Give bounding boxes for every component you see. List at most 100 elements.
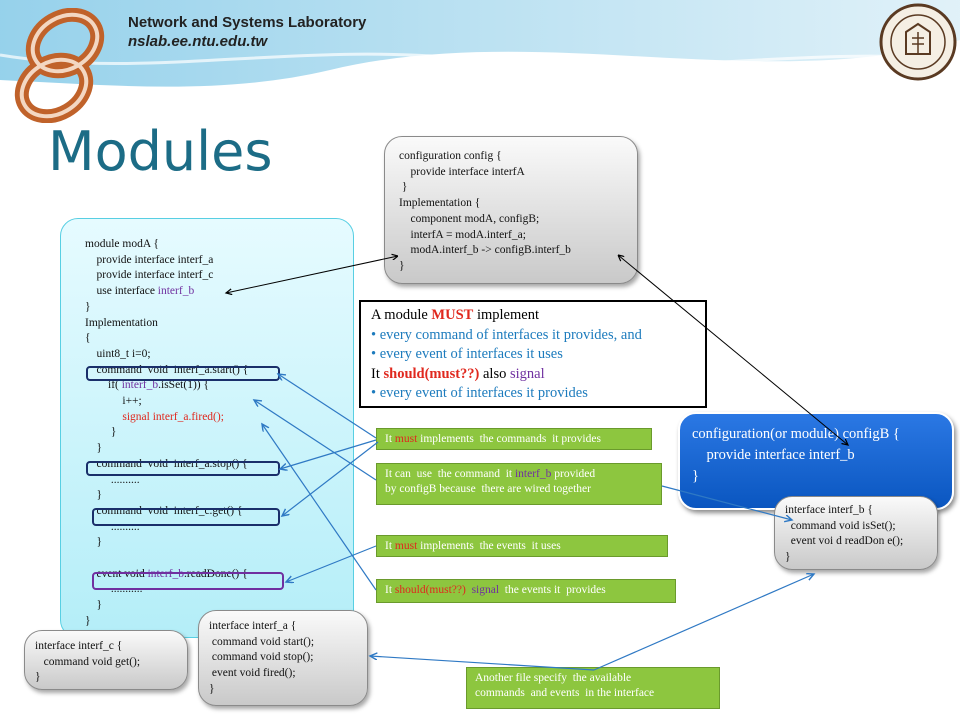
- modA-line: }: [85, 300, 91, 313]
- modA-line: signal interf_a.fired();: [85, 410, 224, 423]
- label-can-use-command: It can use the command it interf_b provi…: [376, 463, 662, 505]
- config-line: configuration config {: [399, 150, 502, 162]
- label-interf-b: interf_b: [514, 468, 552, 480]
- label-signal: signal: [471, 584, 500, 596]
- interf-b-line: }: [785, 551, 791, 564]
- lab-url: nslab.ee.ntu.edu.tw: [128, 33, 268, 50]
- modA-line: if( interf_b.isSet(1)) {: [85, 378, 353, 394]
- note-bullet: • every event of interfaces it uses: [371, 346, 563, 362]
- note-text: A module: [371, 307, 432, 323]
- modA-line: }: [85, 599, 103, 612]
- interf-b-line: command void isSet();: [785, 519, 896, 532]
- readDone-event-highlight: [92, 572, 284, 590]
- modA-line: module modA {: [85, 238, 159, 250]
- modA-line: }: [85, 614, 91, 627]
- note-bullet-text: every command of interfaces it provides,…: [379, 326, 642, 343]
- configB-line: provide interface interf_b: [692, 447, 855, 463]
- modA-line: provide interface interf_a: [85, 253, 214, 266]
- page-title: Modules: [48, 120, 273, 183]
- modA-line: ..........: [85, 473, 140, 486]
- note-bullet: • every event of interfaces it provides: [371, 385, 588, 401]
- note-text: implement: [473, 307, 539, 323]
- modA-line: {: [85, 332, 91, 345]
- label-text: Another file specify the available: [475, 672, 632, 684]
- modA-line: i++;: [85, 395, 142, 408]
- label-must-implement-commands: It must implements the commands it provi…: [376, 428, 652, 450]
- interf-b-line: interface interf_b {: [785, 504, 873, 516]
- get-command-highlight: [92, 508, 280, 526]
- interf-a-line: command void stop();: [209, 651, 314, 664]
- label-text: implements the commands it provides: [417, 433, 601, 445]
- label-text: commands and events in the interface: [475, 687, 655, 699]
- modA-line: }: [85, 489, 103, 502]
- modA-line: [85, 551, 353, 567]
- label-another-file: Another file specify the available comman…: [466, 667, 720, 709]
- modA-line: Implementation: [85, 316, 158, 329]
- config-line: }: [399, 181, 408, 194]
- modA-text: .isSet(1)) {: [158, 379, 210, 392]
- label-text: implements the events it uses: [417, 540, 561, 552]
- university-seal: [879, 3, 957, 81]
- modA-line: }: [85, 442, 103, 455]
- label-should-signal-events: It should(must??) signal the events it p…: [376, 579, 676, 603]
- interf-c-line: command void get();: [35, 655, 141, 668]
- label-text: It: [385, 433, 395, 445]
- note-text: also: [479, 365, 510, 382]
- label-must: must: [394, 540, 418, 552]
- interf-b-line: event voi d readDon e();: [785, 535, 904, 548]
- interf-b-ref: interf_b: [157, 285, 195, 298]
- note-bullet: • every command of interfaces it provide…: [371, 326, 642, 343]
- interface-interf-a-box: interface interf_a { command void start(…: [198, 610, 368, 706]
- config-line: modA.interf_b -> configB.interf_b: [399, 244, 571, 257]
- configuration-config-box: configuration config { provide interface…: [384, 136, 638, 284]
- note-bullet-text: every event of interfaces it provides: [379, 385, 588, 401]
- header-wave-background: [0, 0, 960, 87]
- label-text: by configB because there are wired toget…: [385, 483, 591, 495]
- label-text: It: [385, 584, 395, 596]
- interf-c-line: }: [35, 671, 41, 684]
- note-line: It should(must??) also signal: [371, 365, 695, 385]
- config-line: interfA = modA.interf_a;: [399, 228, 526, 241]
- config-line: component modA, configB;: [399, 212, 540, 225]
- note-signal: signal: [509, 365, 545, 382]
- interf-c-line: interface interf_c {: [35, 640, 123, 652]
- label-text: provided: [551, 468, 596, 480]
- label-text: It: [385, 540, 395, 552]
- module-rules-note: A module MUST implement • every command …: [359, 300, 707, 408]
- start-command-highlight: [86, 366, 280, 381]
- label-text: It can use the command it: [385, 468, 515, 480]
- modA-text: use interface: [85, 285, 158, 298]
- interf-a-line: interface interf_a {: [209, 620, 297, 632]
- label-must-implement-events: It must implements the events it uses: [376, 535, 668, 557]
- note-bullet-text: every event of interfaces it uses: [379, 346, 563, 362]
- interface-interf-b-box: interface interf_b { command void isSet(…: [774, 496, 938, 570]
- note-line: A module MUST implement: [371, 306, 695, 326]
- lab-name: Network and Systems Laboratory: [128, 14, 367, 31]
- modA-line: }: [85, 426, 117, 439]
- label-should: should(must??): [394, 584, 466, 596]
- interf-a-line: event void fired();: [209, 667, 296, 680]
- stop-command-highlight: [86, 461, 280, 476]
- interf-a-line: }: [209, 682, 215, 695]
- config-line: Implementation {: [399, 197, 481, 210]
- config-line: }: [399, 259, 405, 272]
- lab-logo: [14, 8, 105, 123]
- modA-line: ..........: [85, 520, 140, 533]
- note-text: It: [371, 365, 384, 382]
- configB-line: configuration(or module) configB {: [692, 426, 900, 442]
- modA-line: command void interf_a.stop() {: [85, 457, 248, 470]
- modA-line: uint8_t i=0;: [85, 347, 151, 360]
- label-must: must: [394, 433, 418, 445]
- modA-line: }: [85, 536, 103, 549]
- modA-line: command void interf_c.get() {: [85, 504, 243, 517]
- interf-b-ref: interf_b: [121, 379, 159, 392]
- configB-line: }: [692, 468, 699, 484]
- note-must: MUST: [431, 307, 474, 323]
- modA-text: if(: [85, 379, 122, 392]
- config-line: provide interface interfA: [399, 165, 525, 178]
- interf-a-line: command void start();: [209, 635, 315, 648]
- interface-interf-c-box: interface interf_c { command void get();…: [24, 630, 188, 690]
- note-should: should(must??): [383, 365, 480, 382]
- modA-line: use interface interf_b: [85, 284, 353, 300]
- modA-line: provide interface interf_c: [85, 269, 214, 282]
